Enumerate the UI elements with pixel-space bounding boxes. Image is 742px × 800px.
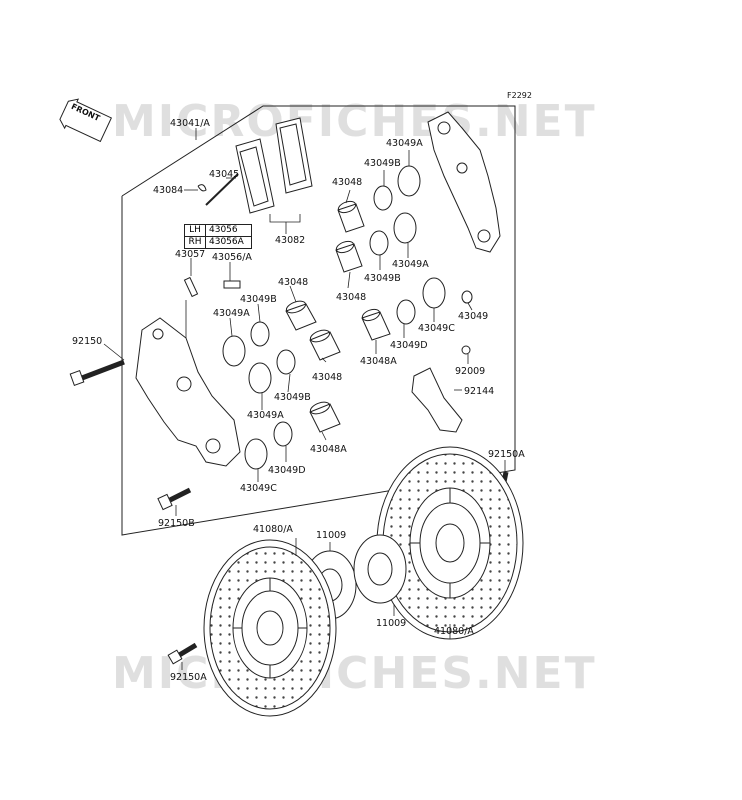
front-arrow-icon [59, 98, 113, 143]
part-label: 43049D [390, 340, 428, 351]
table-row: LH 43056 [185, 225, 251, 236]
seal-43049d-2 [396, 299, 416, 325]
piston-43048-3 [337, 200, 365, 233]
table-part: 43056A [209, 237, 244, 247]
brake-disc-left [203, 539, 337, 717]
part-label: 43084 [153, 185, 184, 196]
part-label: 43049A [386, 138, 423, 149]
brake-disc-right [376, 446, 524, 640]
seal-43049c-1 [244, 438, 268, 470]
part-label: 43049C [240, 483, 277, 494]
bolt-92150a-left [167, 642, 198, 665]
table-side: LH [185, 225, 206, 236]
seal-43049b-1 [250, 321, 270, 347]
part-label: 43057 [175, 249, 206, 260]
watermark-bottom: MICROFICHES.NET [112, 648, 597, 699]
seal-43049b-3 [373, 185, 393, 211]
part-label: 92009 [455, 366, 486, 377]
seal-43049b-4 [369, 230, 389, 256]
bolt-92150b [157, 487, 192, 511]
seal-43049a-4 [393, 212, 417, 244]
table-side: RH [185, 237, 206, 248]
part-label: 43048 [278, 277, 309, 288]
caliper-left-half [135, 317, 241, 467]
part-label: 43049A [247, 410, 284, 421]
part-label: 92150B [158, 518, 195, 529]
part-label: 43048 [336, 292, 367, 303]
part-label: 43049B [240, 294, 277, 305]
brake-pad-rear [235, 138, 275, 214]
seal-43049c-2 [422, 277, 446, 309]
part-label: 41080/A [434, 626, 474, 637]
caliper-right-half [427, 111, 501, 253]
piston-43048a-1 [309, 401, 341, 433]
pad-pin [205, 173, 239, 206]
seal-43049d-1 [273, 421, 293, 447]
bolt-92150 [69, 359, 125, 386]
nipple-92009 [461, 345, 471, 355]
seal-43049a-2 [248, 362, 272, 394]
part-label: 43048A [310, 444, 347, 455]
part-label: 43049 [458, 311, 489, 322]
part-label: 11009 [376, 618, 407, 629]
table-row: RH 43056A [185, 236, 251, 248]
part-label: 43049A [213, 308, 250, 319]
part-label: 92150A [170, 672, 207, 683]
table-part: 43056 [209, 225, 238, 235]
part-label: 43045 [209, 169, 240, 180]
lh-rh-table: LH 43056 RH 43056A [184, 224, 252, 249]
part-label: 92150 [72, 336, 103, 347]
bleeder-cap [223, 280, 241, 289]
part-label: 43056/A [212, 252, 252, 263]
assembly-frame [121, 105, 516, 536]
part-label: 43049C [418, 323, 455, 334]
seal-43049 [461, 290, 473, 304]
seal-43049a-1 [222, 335, 246, 367]
part-label: 43049B [274, 392, 311, 403]
piston-43048a-2 [361, 308, 391, 341]
part-label: 43049B [364, 158, 401, 169]
seal-43049b-2 [276, 349, 296, 375]
part-label: 43049A [392, 259, 429, 270]
bleeder-screw [183, 276, 199, 298]
part-label: 43048 [332, 177, 363, 188]
figure-code: F2292 [507, 91, 532, 100]
pin-clip [197, 184, 207, 192]
pad-spring-92144 [411, 367, 463, 433]
seal-43049a-3 [397, 165, 421, 197]
part-label: 43048A [360, 356, 397, 367]
piston-43048-1 [285, 300, 317, 331]
part-label: 43049D [268, 465, 306, 476]
part-label: 92144 [464, 386, 495, 397]
part-label: 92150A [488, 449, 525, 460]
brake-pad-front [275, 117, 313, 194]
part-label: 11009 [316, 530, 347, 541]
piston-43048-2 [309, 329, 341, 361]
watermark-top: MICROFICHES.NET [112, 96, 597, 147]
part-label: 43041/A [170, 118, 210, 129]
part-label: 43049B [364, 273, 401, 284]
part-label: 41080/A [253, 524, 293, 535]
piston-43048-4 [335, 240, 363, 273]
part-label: 43082 [275, 235, 306, 246]
gasket-11009-b [353, 534, 407, 604]
part-label: 43048 [312, 372, 343, 383]
